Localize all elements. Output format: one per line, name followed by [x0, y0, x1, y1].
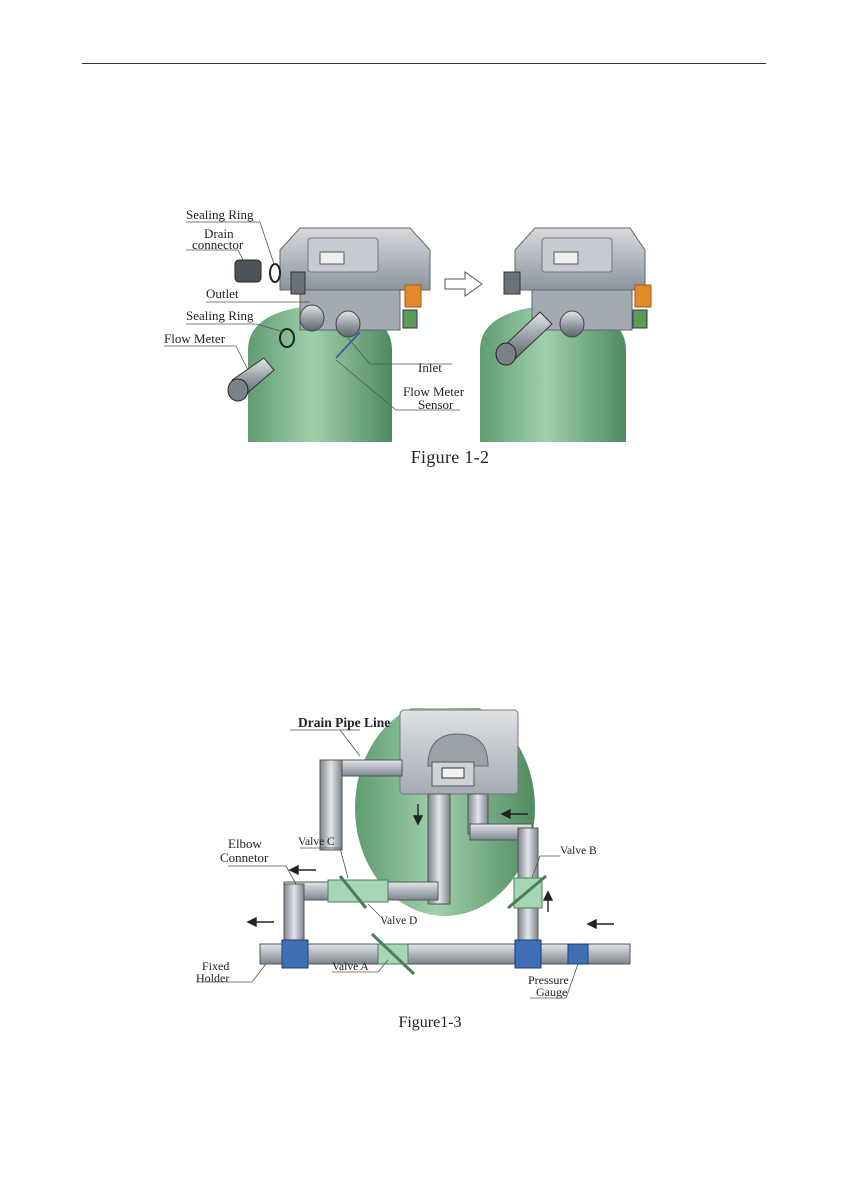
label-valve-d: Valve D	[380, 915, 417, 927]
port-outlet	[300, 305, 324, 331]
label-drain-connector-2: connector	[192, 237, 244, 252]
label-inlet: Inlet	[418, 360, 442, 375]
label-pressure-gauge-2: Gauge	[536, 985, 567, 999]
label-valve-a: Valve A	[332, 961, 369, 973]
label-drain-pipe-line: Drain Pipe Line	[298, 715, 390, 730]
header-rule	[82, 63, 766, 64]
figure-1-2-caption: Figure 1-2	[380, 447, 520, 468]
figure-1-3: Drain Pipe Line Elbow Connetor Valve C V…	[190, 708, 640, 1008]
valve-b-body	[508, 876, 546, 908]
valve-c-body	[328, 876, 388, 908]
control-valve-head	[400, 710, 518, 794]
label-flow-meter: Flow Meter	[164, 331, 226, 346]
label-valve-c: Valve C	[298, 836, 335, 848]
pressure-gauge-port	[568, 944, 588, 964]
arrow-right	[445, 272, 482, 296]
port-inlet	[336, 311, 360, 337]
label-elbow-2: Connetor	[220, 850, 269, 865]
figure-1-2-illustration: Sealing Ring Drain connector Outlet Seal…	[160, 200, 660, 445]
figure-1-2: Sealing Ring Drain connector Outlet Seal…	[160, 200, 660, 445]
figure-1-3-illustration: Drain Pipe Line Elbow Connetor Valve C V…	[190, 708, 640, 1008]
label-valve-b: Valve B	[560, 845, 597, 857]
figure-1-3-caption: Figure1-3	[360, 1014, 500, 1032]
valve-a-body	[372, 934, 414, 974]
label-outlet: Outlet	[206, 286, 239, 301]
tee-right	[515, 940, 541, 968]
label-flow-meter-sensor-2: Sensor	[418, 397, 454, 412]
label-elbow-1: Elbow	[228, 836, 263, 851]
label-sealing-ring-top: Sealing Ring	[186, 207, 254, 222]
label-sealing-ring-mid: Sealing Ring	[186, 308, 254, 323]
label-fixed-holder-2: Holder	[196, 971, 229, 985]
tee-left	[282, 940, 308, 968]
